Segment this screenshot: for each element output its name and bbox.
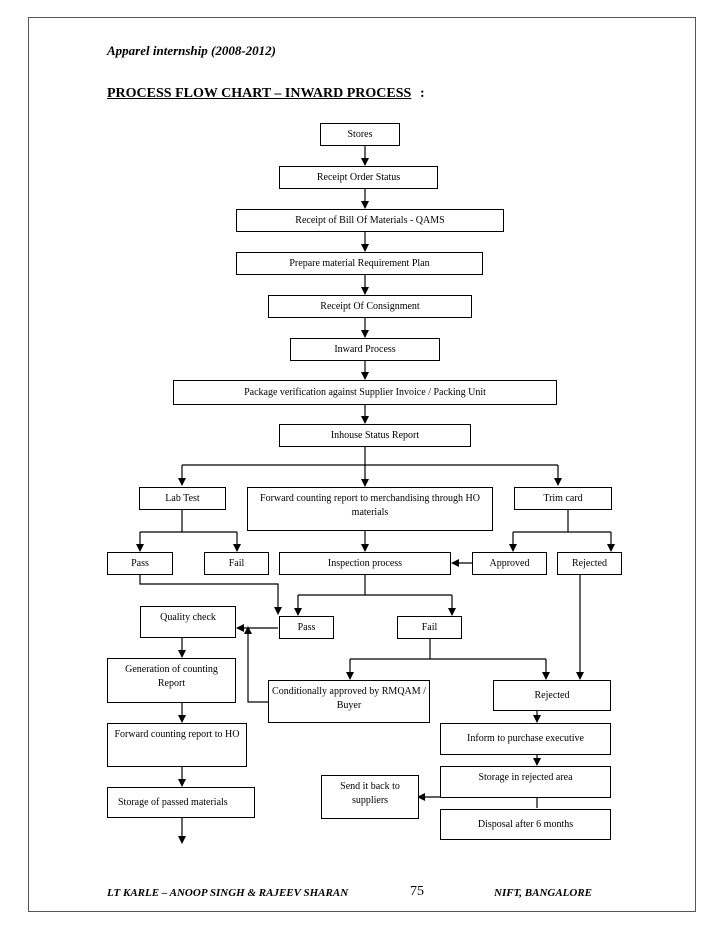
title-suffix: : xyxy=(420,86,425,101)
inhouse-status-box: Inhouse Status Report xyxy=(279,424,471,447)
page-title: PROCESS FLOW CHART – INWARD PROCESS xyxy=(107,86,412,101)
inspection-box: Inspection process xyxy=(279,552,451,575)
storage-passed-box: Storage of passed materials xyxy=(107,787,255,818)
receipt-order-status-box: Receipt Order Status xyxy=(279,166,438,189)
page-frame xyxy=(28,17,696,912)
receipt-bom-box: Receipt of Bill Of Materials - QAMS xyxy=(236,209,504,232)
fail-left-box: Fail xyxy=(204,552,269,575)
conditionally-approved-box: Conditionally approved by RMQAM / Buyer xyxy=(268,680,430,723)
lab-test-box: Lab Test xyxy=(139,487,226,510)
page-header: Apparel internship (2008-2012) xyxy=(107,43,277,58)
approved-box: Approved xyxy=(472,552,547,575)
arrow-pass-to-pass xyxy=(139,574,282,615)
arrow-conditional-quality xyxy=(244,626,268,703)
quality-check-box: Quality check xyxy=(140,606,236,638)
pass-mid-box: Pass xyxy=(279,616,334,639)
storage-rejected-box: Storage in rejected area xyxy=(440,766,611,798)
inward-process-box: Inward Process xyxy=(290,338,440,361)
page-number: 75 xyxy=(410,884,424,899)
footer-institute: NIFT, BANGALORE xyxy=(494,887,593,899)
receipt-consignment-box: Receipt Of Consignment xyxy=(268,295,472,318)
rejected-top-box: Rejected xyxy=(557,552,622,575)
disposal-box: Disposal after 6 months xyxy=(440,809,611,840)
send-back-box: Send it back to suppliers xyxy=(321,775,419,819)
inform-purchase-box: Inform to purchase executive xyxy=(440,723,611,755)
trim-card-box: Trim card xyxy=(514,487,612,510)
footer-authors: LT KARLE – ANOOP SINGH & RAJEEV SHARAN xyxy=(107,887,349,899)
generation-report-box: Generation of counting Report xyxy=(107,658,236,703)
stores-box: Stores xyxy=(320,123,400,146)
rejected-mid-box: Rejected xyxy=(493,680,611,711)
package-verification-box: Package verification against Supplier In… xyxy=(173,380,557,405)
fail-mid-box: Fail xyxy=(397,616,462,639)
pass-left-box: Pass xyxy=(107,552,173,575)
forward-ho-box: Forward counting report to HO xyxy=(107,723,247,767)
forward-merch-box: Forward counting report to merchandising… xyxy=(247,487,493,531)
prepare-plan-box: Prepare material Requirement Plan xyxy=(236,252,483,275)
